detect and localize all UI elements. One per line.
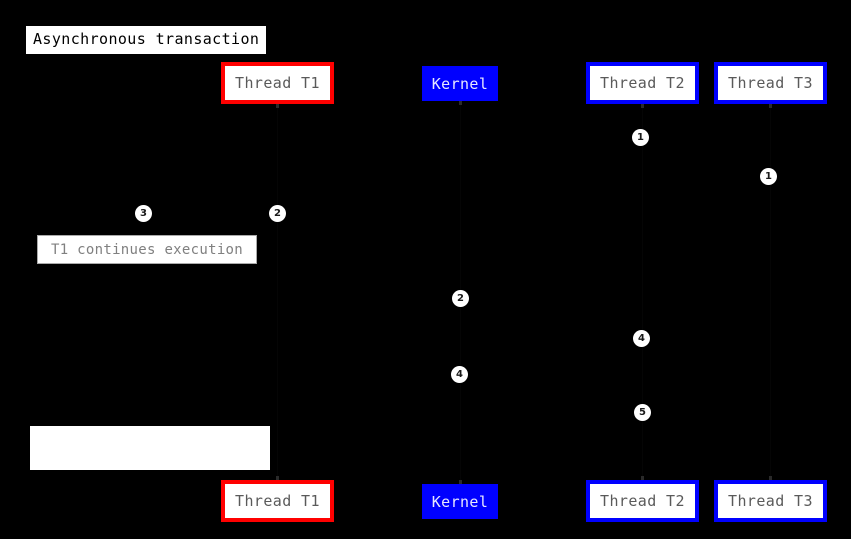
sequence-badge-1: 1	[760, 168, 777, 185]
participant-label: Thread T2	[600, 492, 685, 510]
participant-kernelb[interactable]: Kernel	[422, 484, 498, 519]
participant-label: Thread T2	[600, 74, 685, 92]
lifeline-t1-stub-top	[276, 104, 279, 108]
lifeline-t2-stub-top	[641, 104, 644, 108]
diagram-title: Asynchronous transaction	[26, 26, 267, 54]
participant-t3[interactable]: Thread T3	[714, 62, 827, 104]
participant-label: Thread T3	[728, 492, 813, 510]
sequence-badge-3: 3	[135, 205, 152, 222]
participant-t2[interactable]: Thread T2	[586, 62, 699, 104]
participant-label: Thread T1	[235, 74, 320, 92]
note-blank	[30, 426, 270, 470]
lifeline-t1-stub-bottom	[276, 476, 279, 480]
participant-t3b[interactable]: Thread T3	[714, 480, 827, 522]
lifeline-t3-stub-top	[769, 104, 772, 108]
participant-t1b[interactable]: Thread T1	[221, 480, 334, 522]
participant-label: Thread T1	[235, 492, 320, 510]
participant-label: Thread T3	[728, 74, 813, 92]
lifeline-t2-stub-bottom	[641, 476, 644, 480]
participant-label: Kernel	[431, 492, 489, 511]
lifeline-t3	[770, 104, 771, 480]
note-label: T1 continues execution	[50, 241, 244, 258]
lifeline-t3-stub-bottom	[769, 476, 772, 480]
participant-t2b[interactable]: Thread T2	[586, 480, 699, 522]
lifeline-t1	[277, 104, 278, 480]
sequence-badge-1: 1	[632, 129, 649, 146]
lifeline-kernel-stub-top	[459, 101, 462, 105]
participant-t1[interactable]: Thread T1	[221, 62, 334, 104]
sequence-badge-2: 2	[452, 290, 469, 307]
sequence-badge-2: 2	[269, 205, 286, 222]
sequence-badge-5: 5	[634, 404, 651, 421]
note-t1-continues: T1 continues execution	[37, 235, 257, 264]
sequence-badge-4: 4	[633, 330, 650, 347]
sequence-badge-4: 4	[451, 366, 468, 383]
lifeline-kernel-stub-bottom	[459, 480, 462, 484]
participant-kernel[interactable]: Kernel	[422, 66, 498, 101]
lifeline-t2	[642, 104, 643, 480]
participant-label: Kernel	[431, 74, 489, 93]
